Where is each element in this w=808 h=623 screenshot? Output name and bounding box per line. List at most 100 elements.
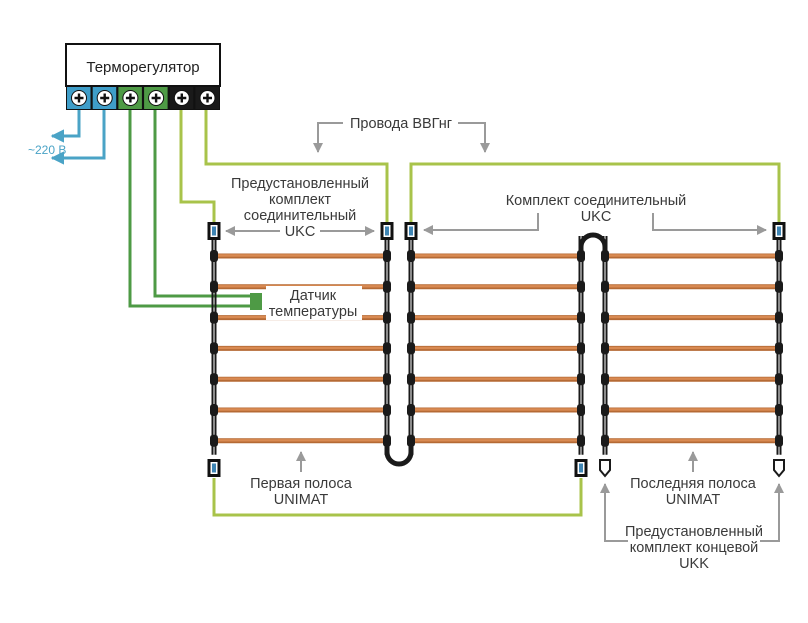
connection-kit-line-1: Комплект соединительный — [506, 193, 687, 209]
supply-wire-top-bridge — [409, 162, 781, 222]
screw-slot — [203, 93, 212, 103]
end-caps — [599, 459, 785, 478]
end-kit-arrow-right — [760, 483, 784, 542]
clip-node — [775, 280, 783, 293]
ukc-connector-core — [579, 463, 583, 473]
connection-kit-arrow-right — [652, 213, 767, 235]
thermostat-body — [65, 43, 221, 87]
clip-node — [775, 342, 783, 355]
end-cap-2 — [773, 459, 785, 478]
preinstalled-kit-line-2: комплект — [269, 192, 331, 208]
power-wire-2 — [50, 110, 106, 165]
wires-arrow-right — [458, 122, 490, 153]
power-supply-label: ~220 В — [28, 143, 66, 157]
last-strip — [601, 236, 783, 455]
clip-node — [210, 250, 218, 262]
first-strip-line-1: Первая полоса — [250, 476, 353, 492]
clip-node — [210, 342, 218, 355]
first-strip-line-2: UNIMAT — [274, 492, 329, 508]
clip-node — [577, 280, 585, 293]
clip-node — [383, 250, 391, 262]
end-kit-line-2: комплект концевой — [630, 540, 759, 556]
clip-node — [577, 311, 585, 324]
connection-kit-line-2: UKC — [581, 209, 612, 225]
clip-node — [407, 311, 415, 324]
ukc-connector-core — [212, 463, 216, 473]
clip-node — [210, 404, 218, 416]
clip-node — [601, 280, 609, 293]
last-strip-line-2: UNIMAT — [666, 492, 721, 508]
clip-node — [577, 434, 585, 447]
clip-node — [601, 404, 609, 416]
clip-node — [383, 404, 391, 416]
clip-node — [775, 250, 783, 262]
supply-wires — [179, 110, 781, 517]
end-kit-arrow-left — [600, 483, 628, 542]
wires-annotation — [313, 122, 490, 153]
bottom-loop — [384, 441, 414, 467]
clip-node — [775, 434, 783, 447]
strip-loops — [384, 232, 608, 467]
middle-strip — [407, 236, 585, 455]
clip-node — [775, 373, 783, 386]
sensor-wire-2 — [153, 110, 256, 298]
ukc-connector-core — [409, 226, 413, 236]
supply-wire-bottom-bridge — [212, 478, 583, 517]
ukc-connector-core — [777, 226, 781, 236]
clip-node — [601, 311, 609, 324]
clip-node — [601, 342, 609, 355]
screw-slot — [74, 93, 84, 103]
temperature-sensor — [250, 293, 262, 310]
thermostat: Терморегулятор — [65, 43, 221, 110]
clip-node — [407, 373, 415, 386]
sensor-wires — [128, 110, 256, 308]
end-kit-line-3: UKK — [679, 556, 709, 572]
sensor-label-line-1: Датчик — [290, 288, 337, 304]
clip-node — [407, 342, 415, 355]
clip-node — [383, 280, 391, 293]
preinstalled-kit-line-3: соединительный — [244, 208, 357, 224]
clip-node — [210, 373, 218, 386]
end-cap-1 — [599, 459, 611, 478]
preinstalled-kit-line-4: UKC — [285, 224, 316, 240]
wires-label: Провода ВВГнг — [350, 116, 452, 132]
last-strip-annotation: Последняя полоса UNIMAT — [630, 451, 757, 508]
ukc-connector-core — [212, 226, 216, 236]
clip-node — [775, 311, 783, 324]
end-kit-line-1: Предустановленный — [625, 524, 763, 540]
first-strip-annotation: Первая полоса UNIMAT — [250, 451, 353, 508]
clip-node — [775, 404, 783, 416]
terminals — [67, 87, 219, 109]
first-strip — [210, 236, 391, 455]
screw-slot — [100, 93, 110, 103]
terminal-block — [66, 86, 220, 110]
clip-node — [407, 250, 415, 262]
power-wires — [50, 110, 106, 165]
preinstalled-kit-annotation: Предустановленный комплект соединительны… — [225, 176, 375, 240]
end-kit-annotation: Предустановленный комплект концевой UKK — [600, 483, 784, 572]
clip-node — [407, 404, 415, 416]
power-wire-1 — [50, 110, 81, 143]
screw-slot — [151, 93, 161, 103]
screw-slot — [177, 93, 187, 103]
clip-node — [407, 280, 415, 293]
sensor-annotation: Датчик температуры — [266, 286, 362, 320]
thermostat-title: Терморегулятор — [86, 59, 199, 76]
clip-node — [210, 280, 218, 293]
screw-slot — [125, 93, 135, 103]
connection-kit-annotation: Комплект соединительный UKC — [423, 193, 767, 235]
sensor-label-background — [266, 286, 362, 320]
ukc-connector-core — [385, 226, 389, 236]
clip-node — [577, 342, 585, 355]
clip-node — [601, 373, 609, 386]
clip-node — [210, 434, 218, 447]
clip-node — [383, 342, 391, 355]
top-loop — [578, 232, 608, 256]
preinstalled-kit-line-1: Предустановленный — [231, 176, 369, 192]
sensor-wire-1 — [128, 110, 256, 308]
wires-arrow-left — [313, 122, 343, 153]
heating-strips — [210, 236, 783, 455]
clip-node — [601, 434, 609, 447]
supply-wire-load-2 — [204, 110, 389, 222]
